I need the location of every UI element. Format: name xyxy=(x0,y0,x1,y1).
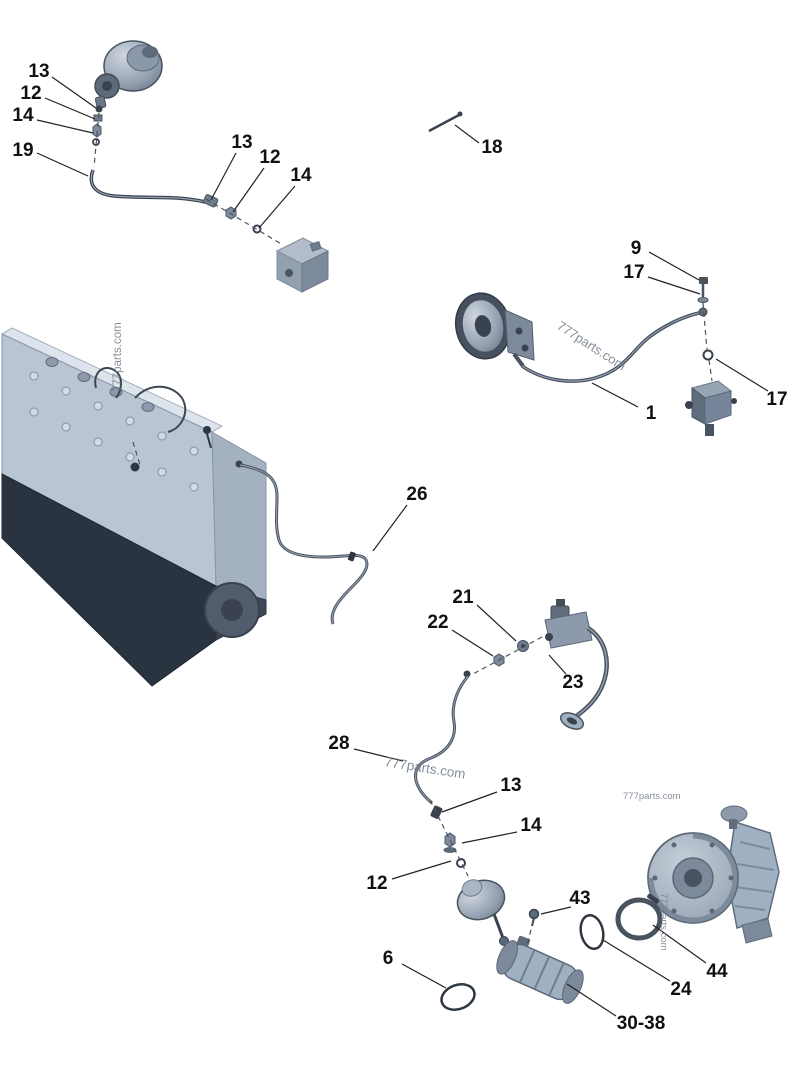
callout-label-21: 21 xyxy=(452,587,474,608)
o-ring-6 xyxy=(440,983,476,1011)
engine-oil-pan xyxy=(1,473,217,687)
engine-bolt-holes xyxy=(29,371,199,492)
v-band-clamp-44 xyxy=(615,893,663,941)
callout-label-12: 12 xyxy=(366,873,387,894)
turbocharger xyxy=(647,805,780,944)
bolt-43 xyxy=(528,908,540,927)
callout-label-23: 23 xyxy=(562,672,583,693)
assembly-axes xyxy=(93,112,713,947)
callout-label-28: 28 xyxy=(328,733,349,754)
callout-label-43: 43 xyxy=(569,888,590,909)
callout-label-14: 14 xyxy=(12,105,34,126)
callout-label-17: 17 xyxy=(623,262,644,283)
leader-line-13 xyxy=(51,76,97,109)
watermark-1: 777parts.com xyxy=(554,318,628,373)
injector-assembly xyxy=(493,599,609,730)
bolt-9 xyxy=(697,277,709,303)
leader-line-9 xyxy=(648,251,700,281)
callout-label-44: 44 xyxy=(706,961,728,982)
leader-line-28 xyxy=(353,748,404,762)
callout-label-13: 13 xyxy=(500,775,521,796)
watermark-4: 777parts.com xyxy=(658,893,669,951)
pump-assembly xyxy=(94,40,163,113)
leader-line-43 xyxy=(540,906,572,915)
leader-line-23 xyxy=(548,654,567,675)
hose-assembly-30-38 xyxy=(496,935,584,1004)
leader-line-17 xyxy=(715,358,769,392)
turbo-outlet-flange xyxy=(741,918,773,944)
callout-label-13: 13 xyxy=(28,61,49,82)
leader-line-12 xyxy=(391,860,452,880)
pump-line-fittings xyxy=(92,114,103,146)
watermark-0: 777parts.com xyxy=(112,322,124,392)
leader-line-12 xyxy=(232,167,265,213)
flywheel-hub xyxy=(221,599,243,621)
callout-label-12: 12 xyxy=(20,83,41,104)
valve-block xyxy=(685,380,737,436)
callout-label-13: 13 xyxy=(231,132,252,153)
engine-ports xyxy=(45,357,155,412)
line-fittings-bottom xyxy=(430,805,466,868)
engine-right-face xyxy=(211,431,267,601)
callout-label-14: 14 xyxy=(520,815,542,836)
callout-label-17: 17 xyxy=(766,389,787,410)
pipe-28 xyxy=(414,670,471,805)
leader-line-1 xyxy=(591,382,639,408)
control-box xyxy=(275,237,330,293)
watermark-3: 777parts.com xyxy=(623,791,681,802)
actuator-assembly xyxy=(454,292,535,368)
callout-label-6: 6 xyxy=(383,948,394,969)
callout-label-24: 24 xyxy=(670,979,692,1000)
engine-injection-line-b xyxy=(134,385,187,433)
callout-label-9: 9 xyxy=(631,238,642,259)
leader-line-6 xyxy=(401,963,447,989)
leader-line-24 xyxy=(602,939,671,982)
callout-label-12: 12 xyxy=(259,147,280,168)
leader-line-19 xyxy=(36,152,89,177)
o-ring-24 xyxy=(579,913,605,951)
callout-label-1: 1 xyxy=(646,403,657,424)
watermark-2: 777parts.com xyxy=(384,754,467,782)
seal-ring-17 xyxy=(702,349,714,361)
callout-label-22: 22 xyxy=(427,612,448,633)
engine-injection-line-a xyxy=(94,367,122,399)
leader-line-13 xyxy=(441,791,498,813)
leader-line-14 xyxy=(36,119,94,134)
callout-label-19: 19 xyxy=(12,140,33,161)
pipe-19 xyxy=(89,169,206,204)
engine-block xyxy=(1,327,267,687)
wastegate-actuator xyxy=(456,879,509,946)
fuel-line-26 xyxy=(235,460,369,625)
callout-label-18: 18 xyxy=(481,137,502,158)
engine-fitting xyxy=(130,462,140,472)
leader-line-17 xyxy=(647,276,701,295)
leader-line-18 xyxy=(454,124,480,144)
callout-label-14: 14 xyxy=(290,165,312,186)
leader-line-22 xyxy=(451,629,494,657)
leader-line-13 xyxy=(210,152,237,201)
callout-label-26: 26 xyxy=(406,484,427,505)
engine-sensor-stem xyxy=(206,433,212,449)
leader-line-14 xyxy=(461,831,518,844)
callout-label-30-38: 30-38 xyxy=(617,1013,666,1034)
turbo-bolts xyxy=(652,842,734,914)
pin-18 xyxy=(428,111,463,133)
leader-line-44 xyxy=(652,924,707,964)
leader-line-26 xyxy=(372,504,408,552)
leader-line-12 xyxy=(44,97,96,120)
leader-line-21 xyxy=(476,604,517,642)
pipe-1 xyxy=(521,307,708,383)
engine-sensor xyxy=(203,426,211,434)
leader-line-14 xyxy=(258,185,296,229)
leader-line-30-38 xyxy=(566,983,617,1017)
